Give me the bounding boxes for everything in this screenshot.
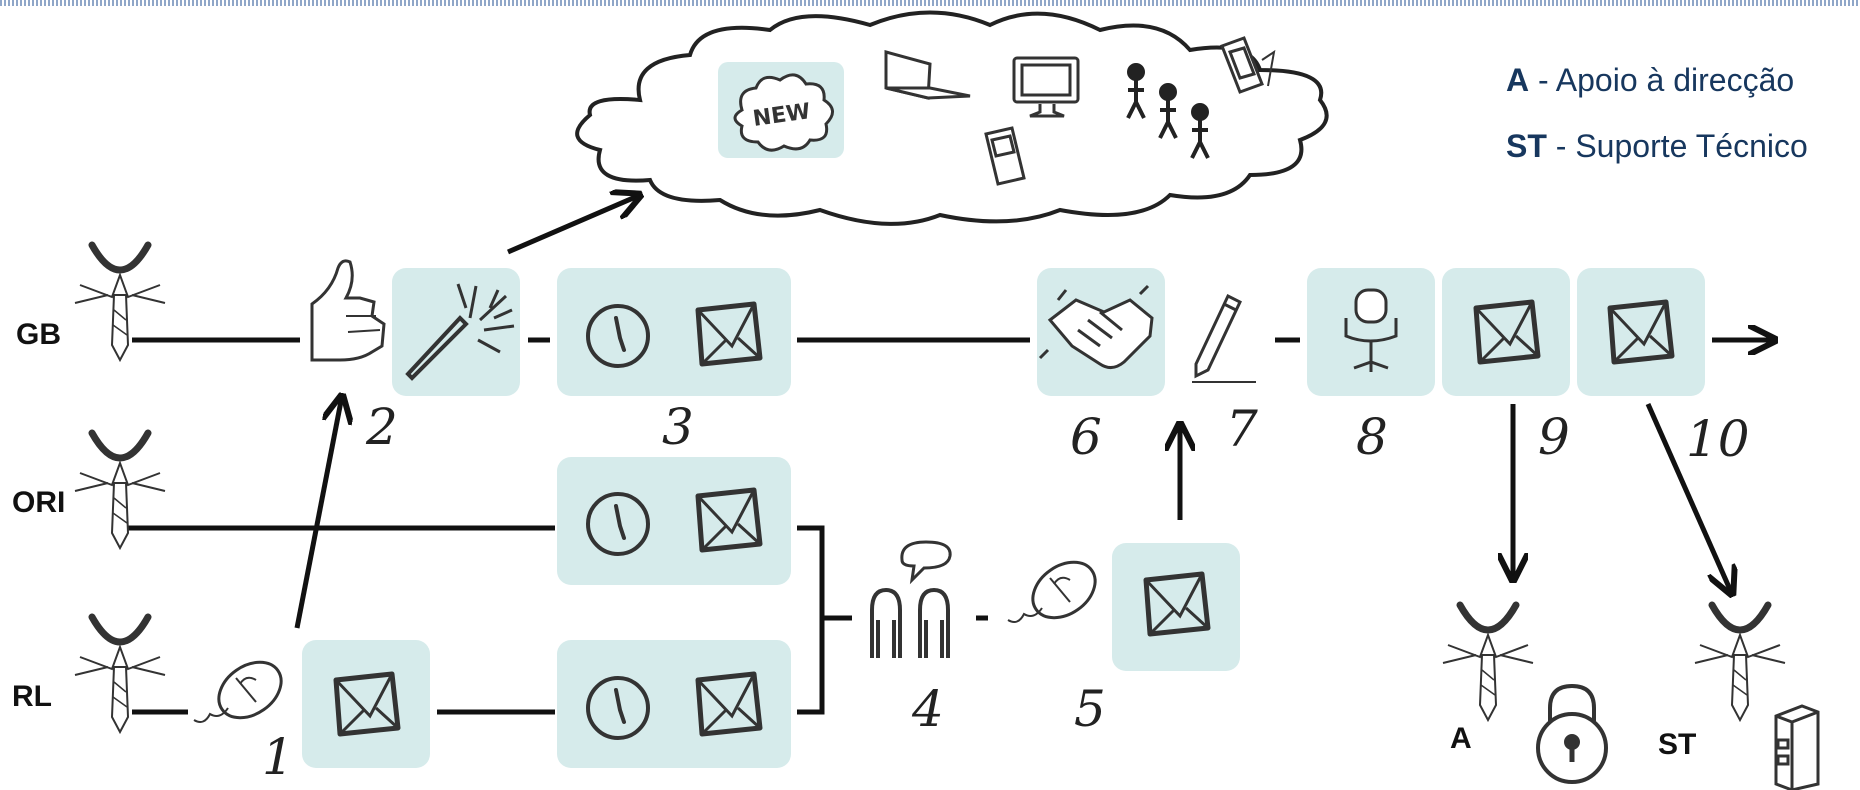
discussion-icon	[870, 540, 952, 658]
step-number-9: 9	[1538, 408, 1570, 466]
box-8	[1307, 268, 1435, 396]
thumbs-up-icon	[310, 259, 386, 362]
arrow-1-to-2	[294, 396, 342, 629]
box-9	[1442, 268, 1570, 396]
cloud	[575, 10, 1329, 226]
legend-item-a: A - Apoio à direcção	[1506, 62, 1794, 99]
step-number-4: 4	[912, 680, 944, 738]
step-number-8: 8	[1356, 408, 1388, 466]
laptop-icon	[884, 50, 971, 100]
magic-wand-icon	[405, 283, 515, 381]
mouse-icon	[1006, 549, 1108, 631]
mouse-icon	[192, 649, 294, 731]
mobile-phone-icon	[984, 126, 1026, 186]
person-gb-icon	[75, 245, 165, 360]
padlock-icon	[1536, 683, 1608, 784]
box-10	[1577, 268, 1705, 396]
pen-sign-icon	[1192, 293, 1256, 383]
step-number-10: 10	[1686, 410, 1750, 468]
step-number-6: 6	[1070, 408, 1102, 466]
person-ori-icon	[75, 433, 165, 548]
legend-abbr-a: A	[1506, 62, 1530, 98]
arrow-2-to-cloud	[507, 195, 640, 255]
pda-icon	[1220, 36, 1276, 94]
role-label-st: ST	[1658, 728, 1697, 761]
box-5	[1112, 543, 1240, 671]
legend-item-st: ST - Suporte Técnico	[1506, 128, 1808, 165]
legend-text-a: - Apoio à direcção	[1529, 62, 1795, 98]
person-rl-icon	[75, 617, 165, 732]
people-group-icon	[1126, 63, 1210, 159]
arrow-10-to-st	[1645, 402, 1732, 594]
person-a-icon	[1443, 605, 1533, 720]
step-number-2: 2	[366, 398, 398, 456]
step-number-1: 1	[262, 728, 294, 786]
top-dotted-rule	[0, 0, 1860, 6]
handshake-icon	[1038, 284, 1154, 369]
box-rl-1	[302, 640, 430, 768]
person-st-icon	[1695, 605, 1785, 720]
step-number-3: 3	[662, 398, 694, 456]
legend-text-st: - Suporte Técnico	[1546, 128, 1808, 164]
role-label-a: A	[1450, 722, 1472, 755]
monitor-icon	[1012, 56, 1080, 118]
computer-tower-icon	[1774, 704, 1820, 790]
legend-abbr-st: ST	[1506, 128, 1547, 164]
new-badge-icon: NEW	[733, 73, 834, 152]
step-number-7: 7	[1226, 400, 1258, 458]
role-label-gb: GB	[16, 318, 61, 351]
step-number-5: 5	[1074, 680, 1106, 738]
role-label-rl: RL	[12, 680, 52, 713]
role-label-ori: ORI	[12, 486, 66, 519]
chair-icon	[1344, 288, 1398, 372]
